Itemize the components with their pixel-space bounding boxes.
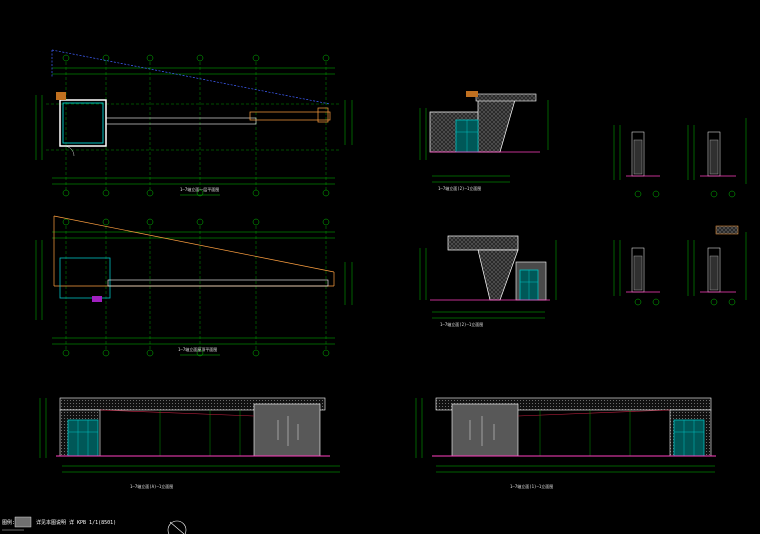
legend-swatch: [14, 516, 32, 528]
front-elev-right: 1—7轴立面(1)—1立面图: [415, 397, 716, 489]
plan-top-dimension-lines: [35, 67, 353, 185]
side-elev-2-roof: [447, 235, 519, 251]
side-elev-1-roof: [475, 93, 537, 102]
legend-text: 详见本图说明 详 KPB 1/1(8501): [36, 519, 116, 526]
front-elev-right-window: [673, 419, 705, 457]
side-elev-1-slanted-wall: [477, 99, 516, 153]
plan-top-room-walls: [59, 99, 107, 147]
side-elev-1: 1—7轴立面(2)—1立面图: [419, 91, 549, 191]
legend-mark: 图例:: [2, 519, 15, 526]
plan-bottom-caption: 1—7轴立面屋顶平面图: [178, 346, 217, 352]
plan-top: 1—7轴立面一层平面图: [35, 49, 353, 197]
legend: 图例: 详见本图说明 详 KPB 1/1(8501): [2, 516, 116, 531]
front-elev-right-caption: 1—7轴立面(1)—1立面图: [510, 483, 553, 489]
detail-1: [613, 125, 660, 198]
plan-bottom-drain: [92, 296, 102, 302]
front-elev-right-feature-panel: [451, 403, 519, 457]
plan-bottom-roof-outline: [53, 215, 335, 287]
plan-top-bench: [249, 111, 331, 121]
front-elev-left-dims: [39, 398, 340, 473]
plan-bottom-room: [59, 257, 111, 299]
plan-bottom-axis-bubbles: [62, 218, 330, 357]
front-elev-left-caption: 1—7轴立面(A)—1立面图: [130, 483, 173, 489]
front-elev-right-panel-lines: [469, 416, 495, 446]
front-elev-left-panel-lines: [277, 416, 299, 446]
front-elev-right-dims: [415, 398, 715, 473]
detail-4: [687, 225, 747, 306]
plan-top-wall-strip: [105, 117, 257, 125]
plan-top-axis-bubbles: [62, 54, 330, 197]
front-elev-left-feature-panel: [253, 403, 321, 457]
plan-bottom-dimension-lines: [35, 231, 353, 345]
front-elev-left-slope-line: [99, 409, 255, 417]
detail-grid: [613, 118, 747, 306]
side-elev-2-dims: [419, 240, 557, 319]
side-elev-1-caption: 1—7轴立面(2)—1立面图: [438, 185, 481, 191]
front-elev-left-columns: [159, 410, 241, 456]
front-elev-left-window: [67, 419, 99, 457]
plan-top-axis-grid: [46, 62, 340, 190]
side-elev-1-dims: [419, 100, 549, 183]
front-elev-right-columns: [539, 410, 631, 456]
detail-3: [613, 240, 660, 306]
front-elev-right-slope-line: [517, 409, 671, 417]
north-arrow-icon: [167, 520, 187, 534]
plan-top-column: [56, 92, 66, 100]
detail-2: [687, 118, 747, 198]
side-elev-2: 1—7轴立面(2)—1立面图: [419, 235, 557, 327]
plan-bottom: 1—7轴立面屋顶平面图: [35, 215, 353, 357]
plan-bottom-wall-strip: [107, 279, 329, 287]
plan-top-door-swing: [63, 145, 75, 157]
plan-top-canopy-outline: [51, 49, 331, 105]
plan-top-glass: [62, 102, 104, 144]
side-elev-2-caption: 1—7轴立面(2)—1立面图: [440, 321, 483, 327]
plan-bottom-axis-grid: [65, 226, 327, 350]
plan-top-end-post: [317, 107, 329, 123]
front-elev-left: 1—7轴立面(A)—1立面图: [39, 397, 340, 489]
plan-top-caption: 1—7轴立面一层平面图: [180, 186, 219, 192]
side-elev-2-slanted-wall: [477, 249, 519, 301]
side-elev-1-roof-cap: [466, 91, 478, 97]
